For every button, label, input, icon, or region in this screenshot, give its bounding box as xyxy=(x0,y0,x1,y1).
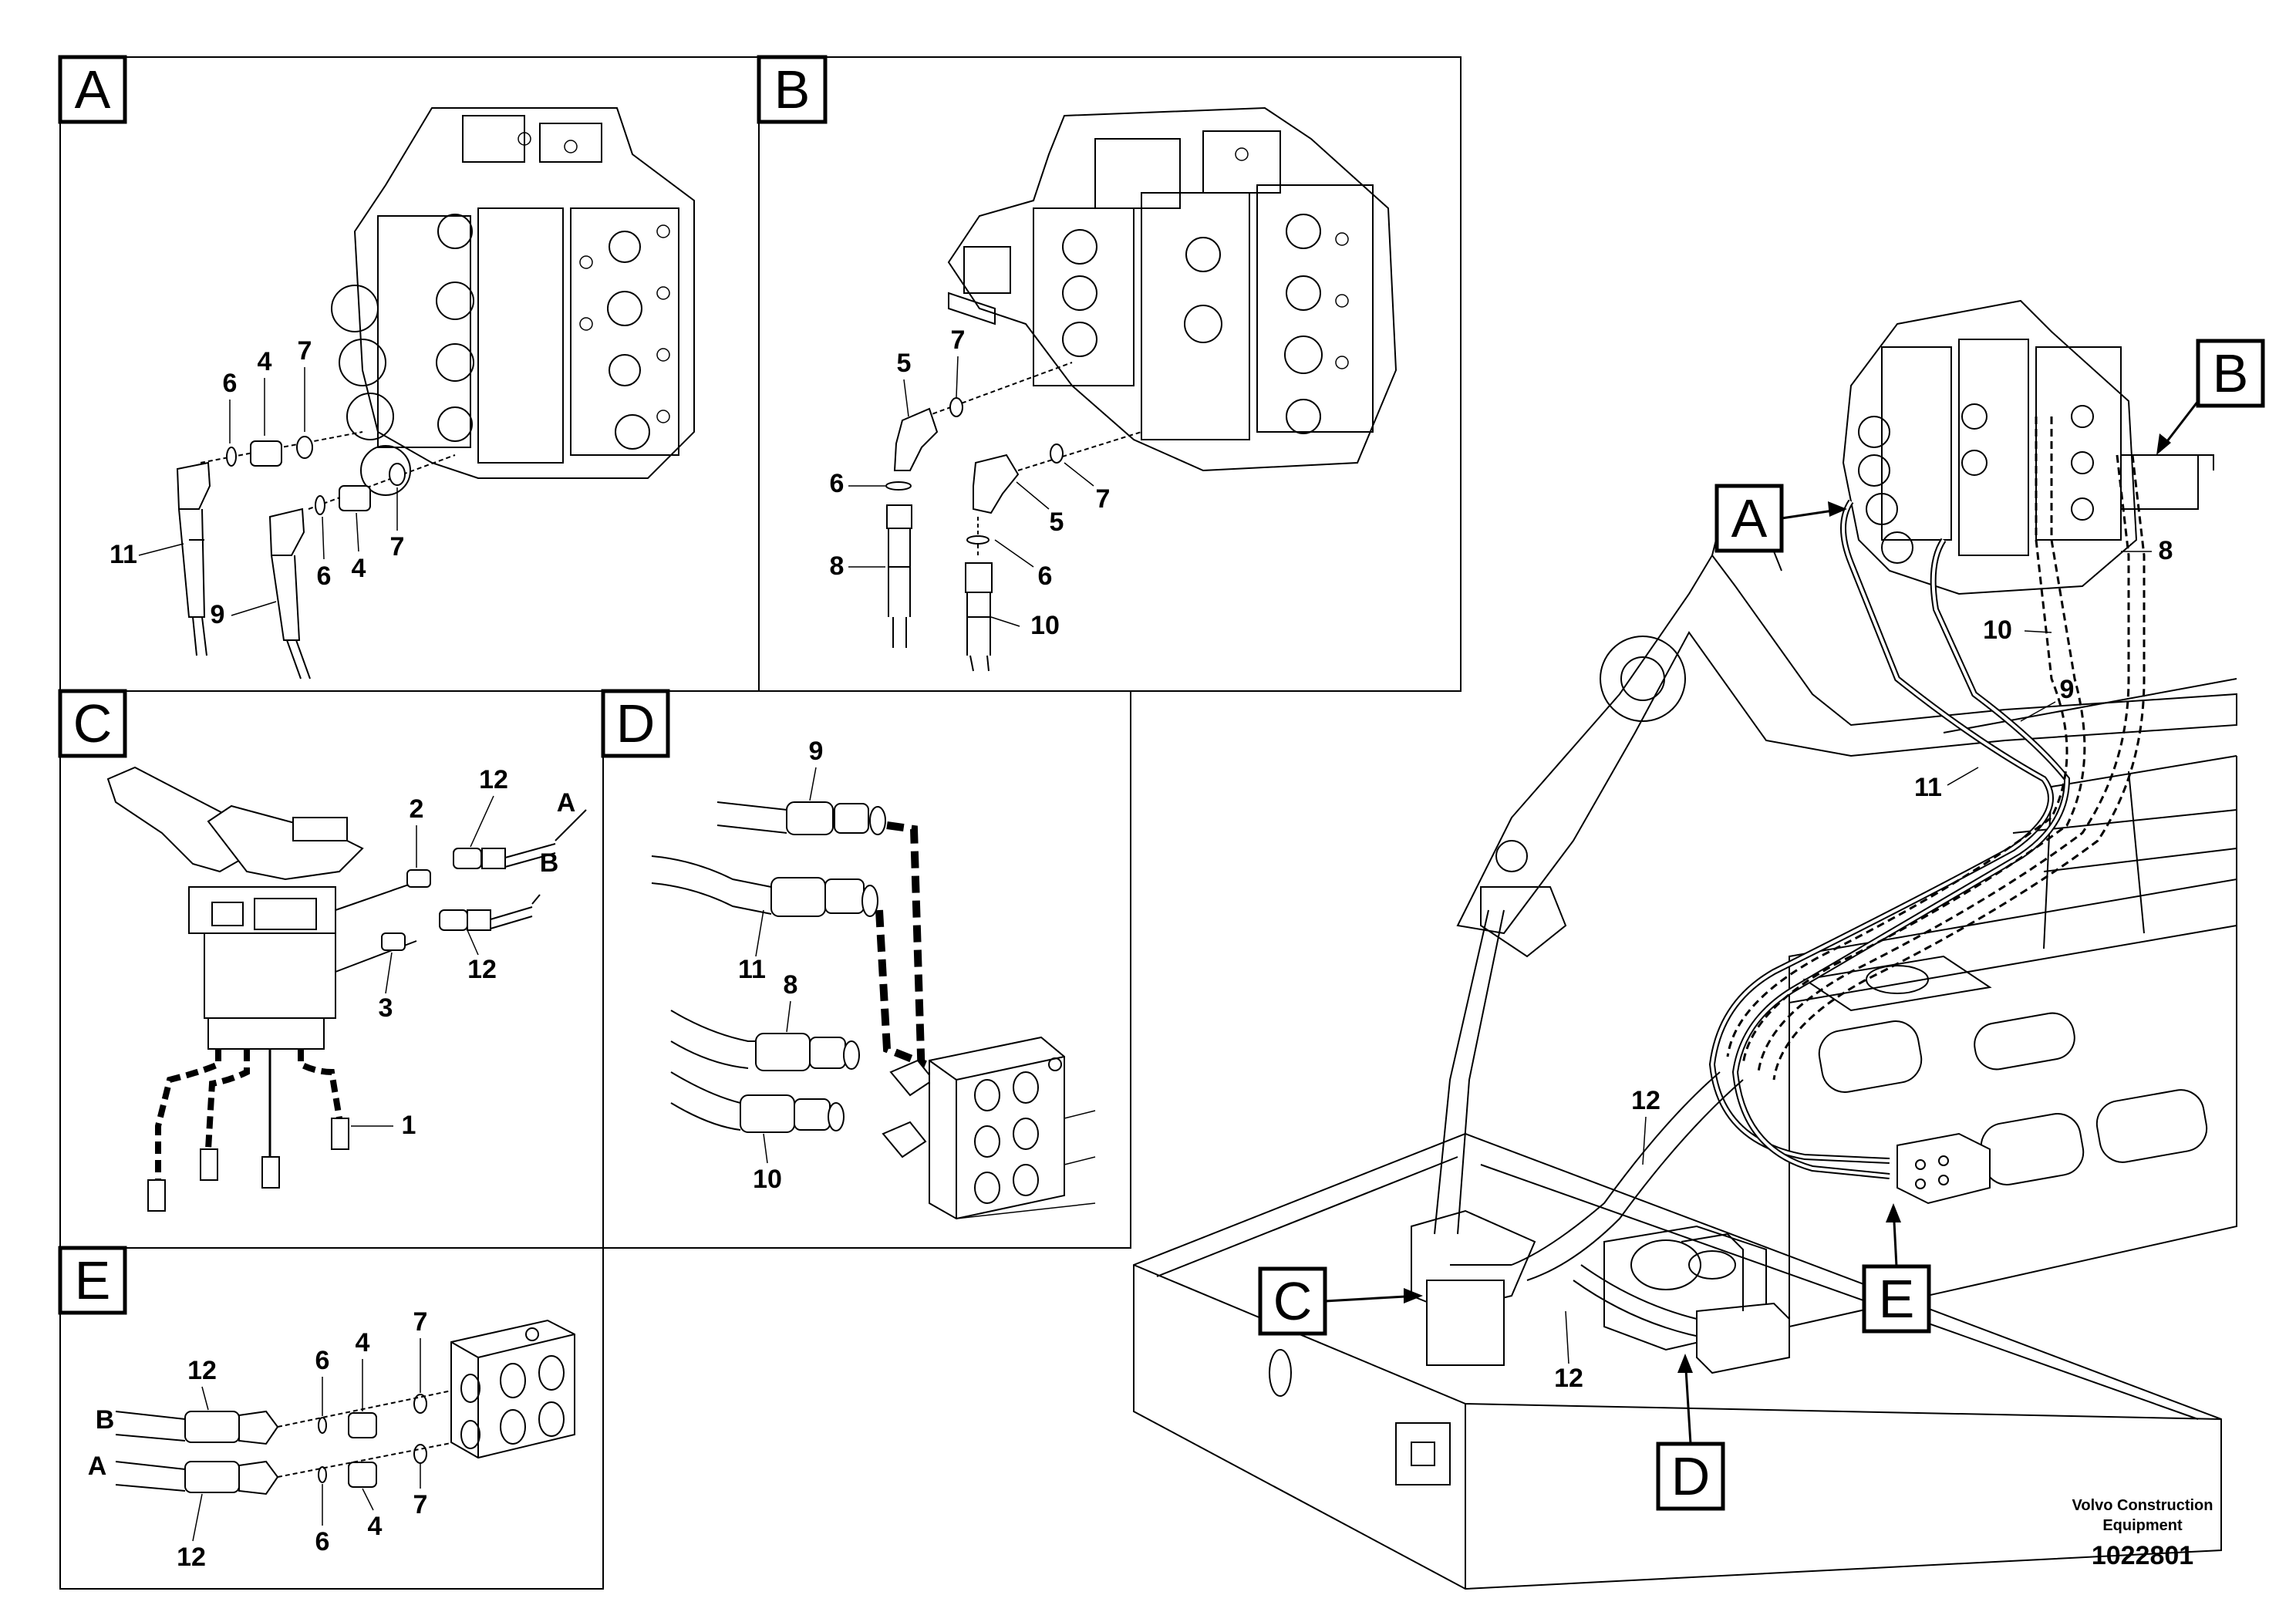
panel-d-tag: D xyxy=(616,693,656,754)
panel-d: D xyxy=(601,689,1131,1249)
label-a-7-lower: 7 xyxy=(390,532,405,561)
callout-e: E xyxy=(1879,1269,1915,1329)
label-e-6-lower: 6 xyxy=(315,1527,330,1556)
callout-a: A xyxy=(1731,488,1768,548)
label-d-10: 10 xyxy=(753,1165,782,1194)
callout-d: D xyxy=(1671,1446,1711,1506)
panel-e-tag: E xyxy=(75,1250,111,1310)
label-c-2: 2 xyxy=(410,794,424,824)
fittings-c xyxy=(381,809,587,951)
label-c-b: B xyxy=(540,848,559,878)
label-e-4-lower: 4 xyxy=(368,1512,383,1541)
hose-bundle-dashed xyxy=(1726,416,2146,1081)
overview-drawing: A B C D E 8 10 9 11 12 12 xyxy=(1133,299,2265,1590)
callout-c: C xyxy=(1273,1271,1313,1331)
label-e-a: A xyxy=(88,1452,107,1481)
label-d-11: 11 xyxy=(738,955,766,984)
fitting-row-lower xyxy=(268,454,456,679)
label-e-7-upper: 7 xyxy=(413,1307,428,1337)
label-a-9: 9 xyxy=(211,600,225,629)
label-a-6-upper: 6 xyxy=(223,369,238,398)
control-valve-b xyxy=(947,106,1397,472)
label-b-6-upper: 6 xyxy=(830,469,845,498)
brand-line-1: Volvo Construction xyxy=(2072,1497,2213,1514)
brand-footer: Volvo Construction Equipment 1022801 xyxy=(2072,1497,2213,1570)
fitting-row-upper xyxy=(176,431,363,656)
label-e-6-upper: 6 xyxy=(315,1346,330,1375)
panel-b-tag: B xyxy=(774,59,811,120)
panel-c-tag: C xyxy=(73,693,113,754)
brand-line-2: Equipment xyxy=(2102,1517,2183,1534)
label-a-4-lower: 4 xyxy=(352,554,366,583)
label-c-1: 1 xyxy=(402,1111,416,1140)
label-b-5-upper: 5 xyxy=(897,349,912,378)
panel-a: A xyxy=(58,55,760,692)
label-e-12-upper: 12 xyxy=(187,1356,217,1385)
panel-c: C xyxy=(58,689,604,1249)
label-d-8: 8 xyxy=(784,970,798,1000)
overview-label-11: 11 xyxy=(1914,773,1942,802)
label-b-8: 8 xyxy=(830,551,845,581)
label-d-9: 9 xyxy=(809,737,824,766)
pedal-valve xyxy=(106,766,364,1050)
label-c-3: 3 xyxy=(379,993,393,1023)
panel-b: B xyxy=(757,55,1462,692)
document-number: 1022801 xyxy=(2092,1541,2193,1570)
label-a-11: 11 xyxy=(110,540,137,569)
label-a-6-lower: 6 xyxy=(317,561,332,591)
label-a-4-upper: 4 xyxy=(258,347,272,376)
overview-label-10: 10 xyxy=(1983,615,2012,645)
control-valve-a xyxy=(331,107,695,496)
label-e-12-lower: 12 xyxy=(177,1543,206,1572)
label-c-a: A xyxy=(557,788,576,818)
control-valve-overview xyxy=(1842,299,2214,595)
panel-e: E 12 6 4 7 xyxy=(58,1246,604,1590)
callout-b: B xyxy=(2213,343,2249,403)
pilot-lines-c xyxy=(147,1049,349,1212)
label-e-7-lower: 7 xyxy=(413,1490,428,1519)
label-c-12-upper: 12 xyxy=(479,765,508,794)
label-e-b: B xyxy=(96,1405,115,1435)
hoses-d xyxy=(651,801,1096,1220)
overview-label-12-lower: 12 xyxy=(1554,1364,1583,1393)
fitting-b-upper xyxy=(885,362,1073,648)
label-c-12-lower: 12 xyxy=(467,955,497,984)
overview-label-12-upper: 12 xyxy=(1631,1086,1660,1115)
label-a-7-upper: 7 xyxy=(298,336,312,366)
label-b-6-lower: 6 xyxy=(1038,561,1053,591)
overview-label-9: 9 xyxy=(2060,675,2075,704)
label-b-10: 10 xyxy=(1030,611,1060,640)
fitting-b-lower xyxy=(965,431,1142,672)
panel-a-tag: A xyxy=(75,59,111,120)
label-b-5-lower: 5 xyxy=(1050,508,1064,537)
label-b-7-upper: 7 xyxy=(951,325,966,355)
label-b-7-lower: 7 xyxy=(1096,484,1111,514)
overview-label-8: 8 xyxy=(2159,536,2173,565)
hoses-e xyxy=(115,1319,575,1496)
label-e-4-upper: 4 xyxy=(356,1328,370,1357)
